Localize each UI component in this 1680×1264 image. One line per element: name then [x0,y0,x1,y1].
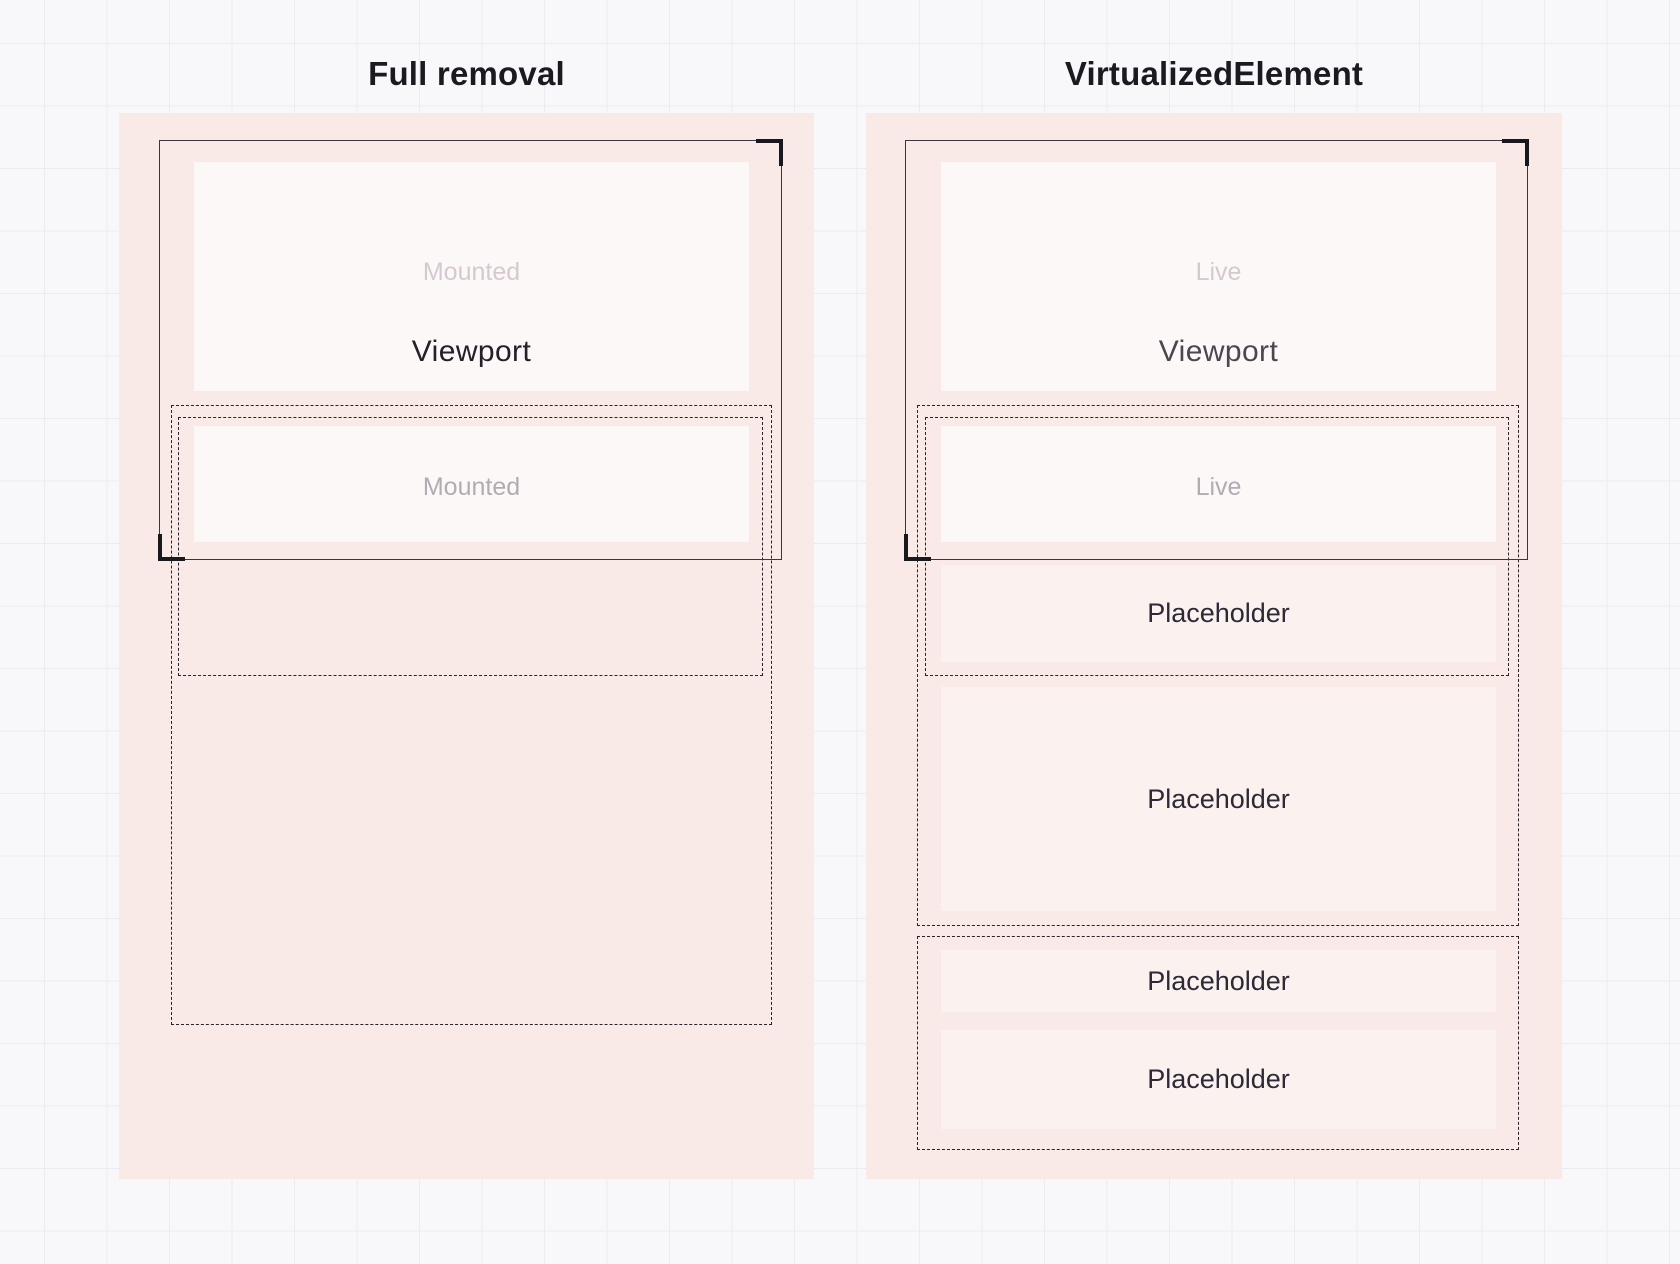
live-item-1-label: Live [1195,258,1242,286]
virtual-region-outline-outer [917,405,1519,926]
scroll-viewport-box [158,139,783,561]
virtual-region-outline-bottom [917,936,1519,1150]
live-item-1-card [941,162,1496,391]
placeholder-label-4: Placeholder [1147,1064,1290,1094]
right-diagram-title: VirtualizedElement [1064,55,1364,92]
placeholder-band-4 [941,1030,1496,1129]
virtual-region-outline-inner [925,417,1509,676]
mounted-item-2-label: Mounted [422,473,521,501]
viewport-corner-bracket-top-right [1502,139,1529,166]
placeholder-label-2: Placeholder [1147,784,1290,814]
scroll-viewport-box [904,139,1529,561]
viewport-corner-bracket-top-right [756,139,783,166]
live-item-2-card [941,426,1496,542]
placeholder-label-3: Placeholder [1147,966,1290,996]
removed-item-outline-inner [178,417,763,676]
virtualized-element-panel: Live Viewport Live Placeholder Placehold… [866,113,1562,1179]
removed-item-outline-outer [171,405,772,1025]
viewport-corner-bracket-bottom-left [904,534,931,561]
full-removal-panel: Mounted Viewport Mounted [119,113,814,1179]
mounted-item-1-label: Mounted [422,258,521,286]
placeholder-band-2 [941,687,1496,911]
viewport-corner-bracket-bottom-left [158,534,185,561]
live-item-2-label: Live [1195,473,1242,501]
left-diagram-title: Full removal [368,55,565,92]
placeholder-band-3 [941,950,1496,1012]
mounted-item-2-card [194,426,749,542]
viewport-label: Viewport [1158,335,1279,368]
placeholder-band-1 [941,565,1496,662]
viewport-label: Viewport [411,335,532,368]
mounted-item-1-card [194,162,749,391]
placeholder-label-1: Placeholder [1147,598,1290,628]
